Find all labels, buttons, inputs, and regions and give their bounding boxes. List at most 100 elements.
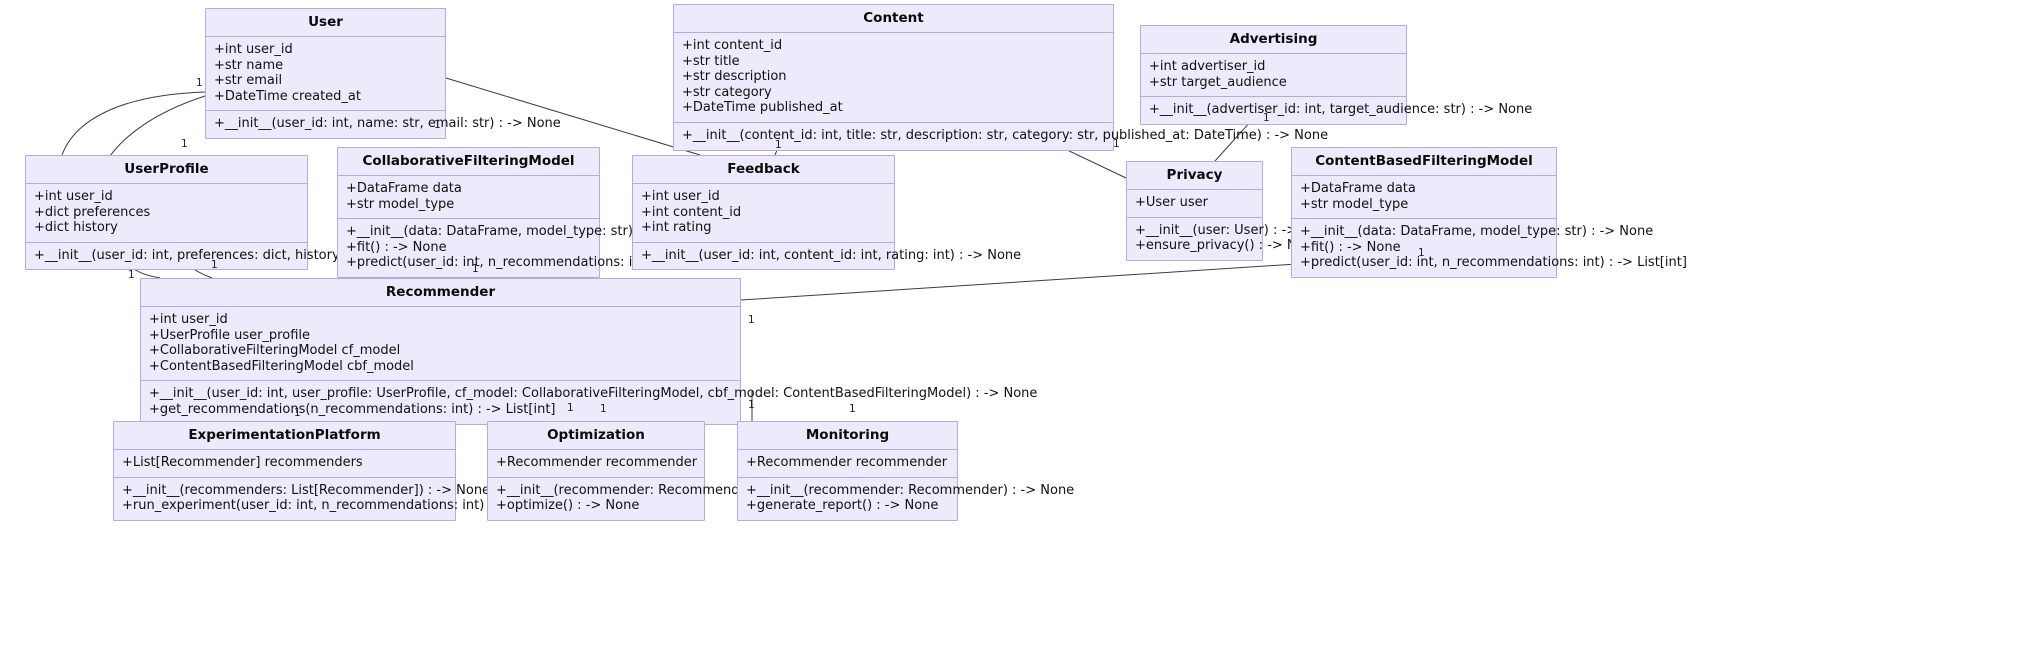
uml-class-userprofile[interactable]: UserProfile+int user_id+dict preferences… (25, 155, 443, 271)
attribute-row: +str title (682, 53, 740, 69)
class-methods: +__init__(content_id: int, title: str, d… (674, 121, 1328, 150)
method-row: +__init__(user_id: int, preferences: dic… (34, 247, 443, 263)
multiplicity-label: 1 (748, 399, 755, 411)
class-title: ExperimentationPlatform (114, 422, 455, 450)
method-row: +__init__(user_id: int, content_id: int,… (641, 247, 1022, 263)
method-row: +predict(user_id: int, n_recommendations… (1300, 255, 1687, 271)
uml-class-feedback[interactable]: Feedback+int user_id+int content_id+int … (632, 155, 1022, 271)
class-title: CollaborativeFilteringModel (338, 148, 599, 176)
class-methods: +__init__(recommender: Recommender) : ->… (488, 476, 825, 520)
uml-class-cbfmodel[interactable]: ContentBasedFilteringModel+DataFrame dat… (1291, 147, 1687, 278)
attribute-row: +int content_id (641, 204, 742, 220)
multiplicity-label: 1 (567, 402, 574, 414)
method-row: +ensure_privacy() : -> None (1135, 238, 1321, 254)
multiplicity-label: 1 (748, 314, 755, 326)
attribute-row: +ContentBasedFilteringModel cbf_model (149, 358, 414, 374)
attribute-row: +List[Recommender] recommenders (122, 455, 363, 470)
multiplicity-label: 1 (472, 263, 479, 275)
attribute-row: +str model_type (346, 196, 455, 212)
method-row: +__init__(recommender: Recommender) : ->… (496, 482, 825, 498)
method-row: +run_experiment(user_id: int, n_recommen… (122, 498, 628, 514)
uml-class-cfmodel[interactable]: CollaborativeFilteringModel+DataFrame da… (337, 147, 733, 278)
attribute-row: +int content_id (682, 38, 783, 53)
class-attributes: +List[Recommender] recommenders (114, 450, 455, 477)
multiplicity-label: 1 (1263, 112, 1270, 124)
class-attributes: +DataFrame data+str model_type (1292, 176, 1556, 218)
attribute-row: +str category (682, 84, 772, 100)
class-methods: +__init__(user: User) : -> None+ensure_p… (1127, 216, 1336, 260)
method-row: +fit() : -> None (1300, 239, 1401, 255)
class-title: User (206, 9, 445, 37)
class-attributes: +User user (1127, 190, 1262, 217)
multiplicity-label: 1 (1418, 247, 1425, 259)
uml-class-advertising[interactable]: Advertising+int advertiser_id+str target… (1140, 25, 1532, 125)
multiplicity-label: 1 (434, 119, 441, 131)
class-title: Privacy (1127, 162, 1262, 190)
class-attributes: +int advertiser_id+str target_audience (1141, 54, 1406, 96)
class-title: Optimization (488, 422, 704, 450)
multiplicity-label: 1 (849, 403, 856, 415)
multiplicity-label: 1 (600, 403, 607, 415)
attribute-row: +Recommender recommender (746, 455, 948, 470)
attribute-row: +int user_id (149, 312, 228, 327)
attribute-row: +str email (214, 73, 283, 89)
multiplicity-label: 1 (294, 407, 301, 419)
class-attributes: +int user_id+str name+str email+DateTime… (206, 37, 445, 110)
method-row: +optimize() : -> None (496, 498, 640, 514)
class-attributes: +int user_id+UserProfile user_profile+Co… (141, 307, 740, 380)
multiplicity-label: 1 (1113, 138, 1120, 150)
multiplicity-label: 1 (775, 139, 782, 151)
class-title: Feedback (633, 156, 894, 184)
class-methods: +__init__(user_id: int, content_id: int,… (633, 241, 1022, 270)
class-attributes: +Recommender recommender (738, 450, 957, 477)
attribute-row: +UserProfile user_profile (149, 327, 310, 343)
attribute-row: +int user_id (34, 189, 113, 204)
uml-class-recommender[interactable]: Recommender+int user_id+UserProfile user… (140, 278, 1038, 425)
method-row: +__init__(user: User) : -> None (1135, 222, 1336, 238)
class-attributes: +int user_id+int content_id+int rating (633, 184, 894, 242)
uml-class-user[interactable]: User+int user_id+str name+str email+Date… (205, 8, 561, 139)
class-title: UserProfile (26, 156, 307, 184)
method-row: +__init__(user_id: int, user_profile: Us… (149, 386, 1038, 402)
class-methods: +__init__(user_id: int, preferences: dic… (26, 241, 443, 270)
attribute-row: +DateTime published_at (682, 100, 843, 116)
attribute-row: +DataFrame data (346, 181, 462, 196)
class-title: Advertising (1141, 26, 1406, 54)
class-attributes: +int user_id+dict preferences+dict histo… (26, 184, 307, 242)
method-row: +fit() : -> None (346, 239, 447, 255)
multiplicity-label: 1 (128, 269, 135, 281)
class-title: Content (674, 5, 1113, 33)
attribute-row: +int rating (641, 220, 712, 236)
method-row: +__init__(user_id: int, name: str, email… (214, 116, 561, 132)
attribute-row: +str description (682, 69, 787, 85)
class-attributes: +DataFrame data+str model_type (338, 176, 599, 218)
method-row: +__init__(recommender: Recommender) : ->… (746, 482, 1075, 498)
method-row: +__init__(data: DataFrame, model_type: s… (346, 224, 700, 240)
attribute-row: +str name (214, 57, 284, 73)
attribute-row: +DataFrame data (1300, 181, 1416, 196)
multiplicity-label: 1 (211, 259, 218, 271)
attribute-row: +int user_id (641, 189, 720, 204)
uml-class-monitoring[interactable]: Monitoring+Recommender recommender+__ini… (737, 421, 1075, 521)
attribute-row: +str target_audience (1149, 74, 1287, 90)
class-methods: +__init__(user_id: int, user_profile: Us… (141, 380, 1038, 423)
attribute-row: +dict history (34, 220, 118, 236)
attribute-row: +int advertiser_id (1149, 59, 1266, 74)
uml-class-content[interactable]: Content +int content_id+str title+str des… (673, 4, 1328, 151)
attribute-row: +CollaborativeFilteringModel cf_model (149, 343, 401, 359)
attribute-row: +dict preferences (34, 204, 151, 220)
attribute-row: +int user_id (214, 42, 293, 57)
method-row: +__init__(data: DataFrame, model_type: s… (1300, 224, 1654, 240)
attribute-row: +DateTime created_at (214, 88, 361, 104)
uml-class-experimentation[interactable]: ExperimentationPlatform +List[Recommender… (113, 421, 628, 521)
multiplicity-label: 1 (196, 77, 203, 89)
uml-class-privacy[interactable]: Privacy+User user+__init__(user: User) :… (1126, 161, 1336, 261)
attribute-row: +Recommender recommender (496, 455, 698, 470)
class-title: Recommender (141, 279, 740, 307)
class-methods: +__init__(recommenders: List[Recommender… (114, 476, 628, 520)
class-title: ContentBasedFilteringModel (1292, 148, 1556, 176)
method-row: +get_recommendations(n_recommendations: … (149, 401, 556, 417)
class-methods: +__init__(user_id: int, name: str, email… (206, 110, 561, 138)
uml-class-optimization[interactable]: Optimization +Recommender recommender +__i… (487, 421, 825, 521)
